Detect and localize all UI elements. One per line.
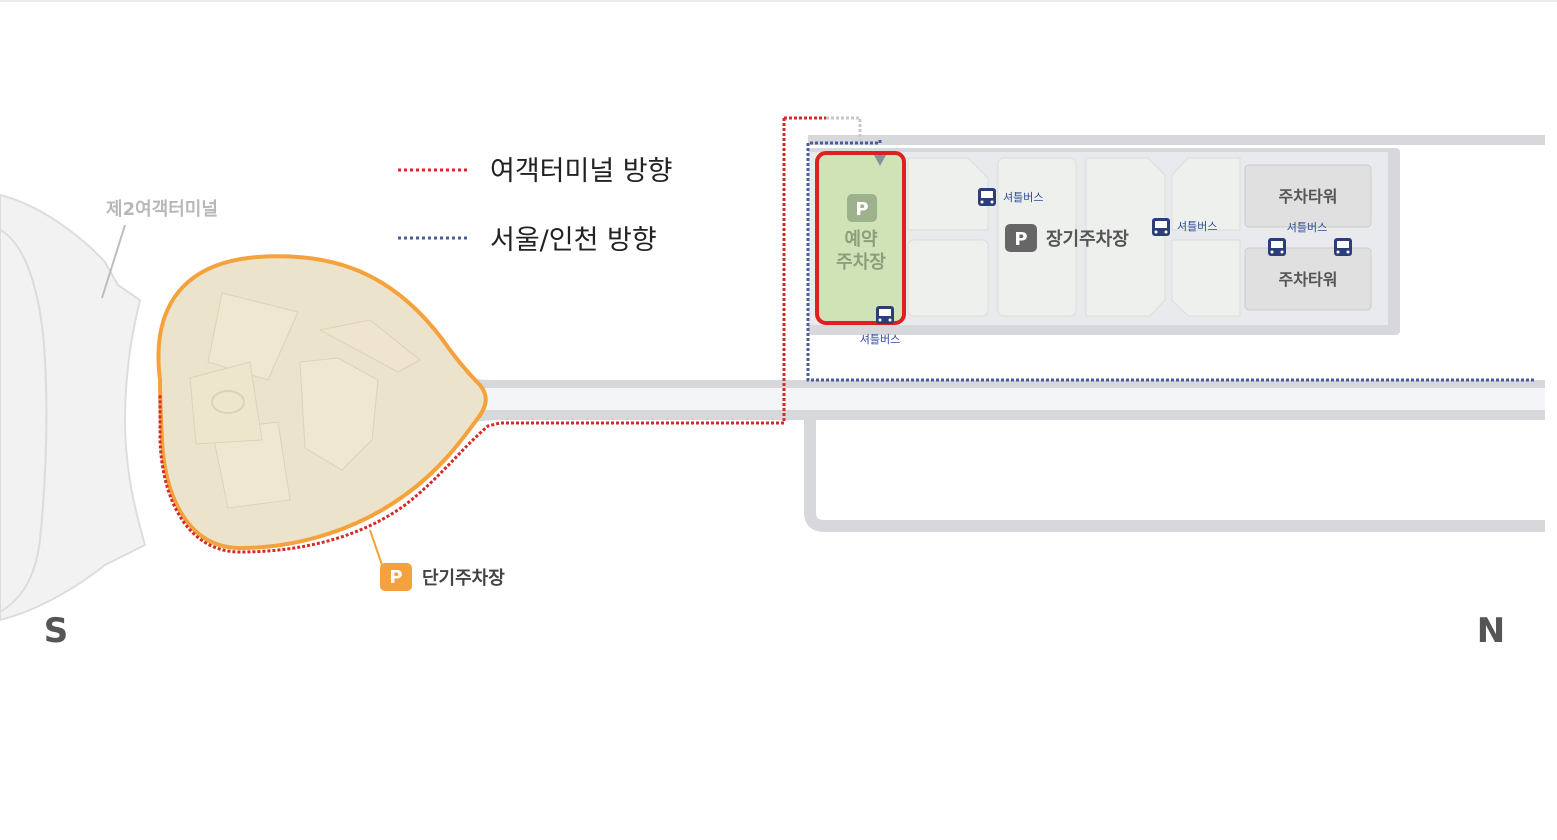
- shuttle-stop-4-label: 셔틀버스: [860, 333, 900, 346]
- bus-icon: [1268, 238, 1286, 256]
- lower-loop-road: [804, 420, 1545, 532]
- shuttle-stop-4[interactable]: 셔틀버스: [860, 306, 900, 346]
- parking-tower-top: [1244, 164, 1372, 228]
- route-connector: [826, 116, 862, 140]
- entry-arrow-icon: [874, 155, 886, 166]
- reservation-label-line1: 예약: [844, 228, 878, 250]
- bus-icon: [1152, 218, 1170, 236]
- short-term-label: 단기주차장: [422, 568, 505, 589]
- shuttle-stop-1[interactable]: 셔틀버스: [978, 188, 1043, 206]
- long-term-parking-label: P 장기주차장: [1005, 224, 1129, 252]
- shuttle-stop-3-label: 셔틀버스: [1287, 221, 1327, 234]
- parking-tower-top-label: 주차타워: [1279, 187, 1338, 206]
- reservation-label-line2: 주차장: [836, 252, 886, 273]
- bus-icon: [1334, 238, 1352, 256]
- shuttle-stop-3[interactable]: 셔틀버스: [1268, 221, 1352, 256]
- terminal-leader-line: [101, 224, 126, 299]
- terminal-building: 제2여객터미널: [0, 193, 218, 622]
- long-term-label: 장기주차장: [1046, 229, 1129, 250]
- reservation-p-letter: P: [855, 199, 868, 220]
- compass-south: S: [44, 611, 69, 651]
- shuttle-stop-1-label: 셔틀버스: [1003, 191, 1043, 204]
- legend-seoul-incheon-direction: 서울/인천 방향: [490, 225, 657, 256]
- parking-p-icon: [847, 194, 877, 222]
- legend-terminal-direction: 여객터미널 방향: [490, 156, 672, 187]
- shuttle-stop-2[interactable]: 셔틀버스: [1152, 218, 1217, 236]
- long-term-p-letter: P: [1014, 229, 1027, 250]
- short-term-p-icon: [380, 563, 412, 591]
- shuttle-stop-2-label: 셔틀버스: [1177, 220, 1217, 233]
- compass-north: N: [1477, 611, 1505, 651]
- short-term-p-letter: P: [389, 567, 402, 588]
- parking-tower-bottom: [1244, 247, 1372, 311]
- terminal-label: 제2여객터미널: [106, 199, 218, 220]
- bus-icon: [876, 306, 894, 324]
- map-legend: 여객터미널 방향 서울/인천 방향: [398, 156, 672, 256]
- short-term-parking-area[interactable]: [156, 254, 488, 551]
- main-road: [470, 378, 1545, 423]
- short-term-leader-line: [369, 529, 383, 566]
- route-terminal-direction: [158, 118, 786, 554]
- parking-tower-bottom-label: 주차타워: [1279, 270, 1338, 289]
- bus-icon: [978, 188, 996, 206]
- reservation-parking-lot[interactable]: P 예약 주차장: [815, 151, 906, 325]
- route-seoul-incheon-direction: [806, 140, 1535, 382]
- long-term-parking-area: [808, 135, 1545, 335]
- short-term-parking-label: P 단기주차장: [380, 563, 505, 591]
- long-term-p-icon: [1005, 224, 1037, 252]
